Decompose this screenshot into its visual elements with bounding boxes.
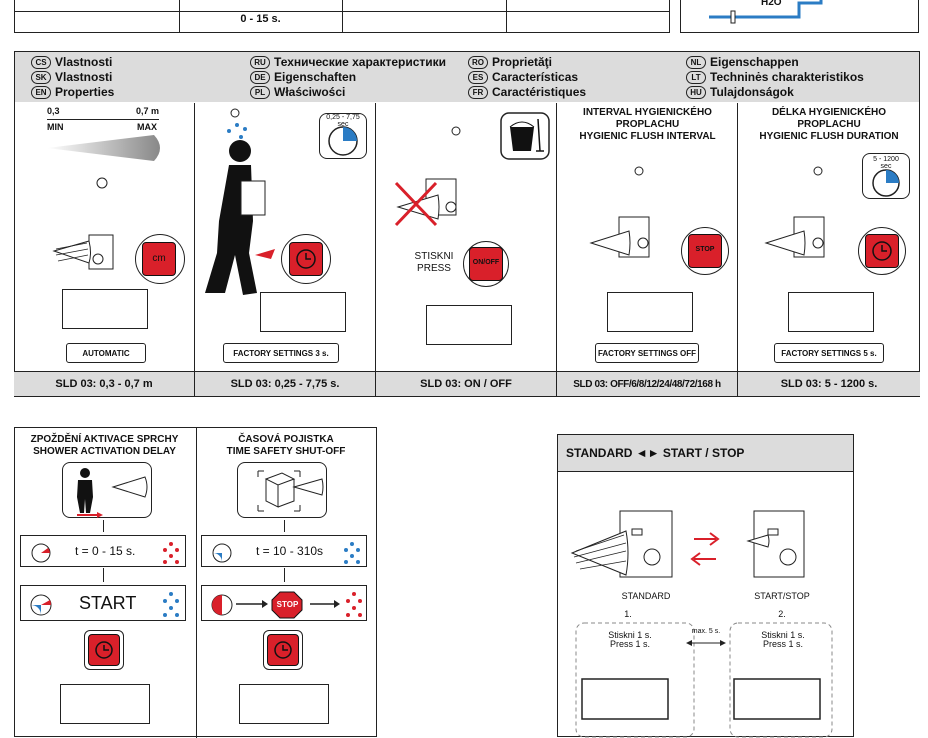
step-1: 1.	[624, 609, 632, 619]
timer-stop-icon	[211, 591, 362, 619]
dial-unit: sec	[337, 121, 349, 128]
object-sensor-box	[237, 462, 327, 518]
max-label: MAX	[137, 122, 157, 132]
press-en-1: Press 1 s.	[609, 639, 650, 649]
title-cz-line1: DÉLKA HYGIENICKÉHO	[771, 107, 887, 118]
clock-button[interactable]	[289, 242, 323, 276]
footer-on-off: SLD 03: ON / OFF	[376, 371, 557, 396]
factory-settings-pill: FACTORY SETTINGS 5 s.	[774, 343, 884, 363]
safety-flow1-text: t = 10 - 310s	[256, 544, 324, 558]
clock-button[interactable]	[865, 234, 899, 268]
factory-settings-pill: FACTORY SETTINGS 3 s.	[223, 343, 339, 363]
person-icon	[77, 468, 148, 518]
sensor-icon	[589, 166, 650, 258]
dial-range: 5 - 1200	[873, 156, 899, 163]
standard-mode-box: STANDARD ◄► START / STOP STANDARD START/…	[557, 434, 854, 738]
automatic-pill: AUTOMATIC	[66, 343, 146, 363]
top-cell-text: 0 - 15 s.	[240, 13, 281, 25]
cm-button[interactable]: cm	[142, 242, 176, 276]
timer-to-water-icon	[212, 542, 360, 564]
top-right-box: H2O	[680, 0, 919, 33]
footer-range: SLD 03: 0,3 - 0,7 m	[14, 371, 195, 396]
title-en: HYGIENIC FLUSH DURATION	[759, 131, 899, 142]
delay-flow-step2: START	[20, 585, 186, 621]
delay-start-text: START	[79, 593, 137, 613]
panel-range: 0,3 0,7 m MIN MAX cm AUTOMATIC	[14, 103, 195, 371]
panel-on-off: STISKNI PRESS ON/OFF	[376, 103, 557, 371]
factory-settings-pill: FACTORY SETTINGS OFF	[595, 343, 699, 363]
clock-icon	[274, 641, 292, 659]
footer-delay: SLD 03: 0,25 - 7,75 s.	[195, 371, 376, 396]
step-2: 2.	[778, 609, 786, 619]
cleaning-icon	[394, 112, 550, 227]
sensor-icon	[764, 166, 900, 258]
mode-switch-diagram	[570, 510, 833, 738]
person-sensor-box	[62, 462, 152, 518]
range-min-value: 0,3	[47, 106, 60, 116]
water-pipe-icon	[709, 0, 823, 24]
delay-title-en: SHOWER ACTIVATION DELAY	[33, 446, 176, 457]
control-unit	[239, 684, 329, 724]
delay-clock-button[interactable]	[88, 634, 120, 666]
clock-icon	[95, 641, 113, 659]
dial-unit: sec	[880, 163, 892, 170]
clock-icon	[872, 241, 892, 261]
control-unit	[607, 292, 693, 332]
control-unit	[60, 684, 150, 724]
dial-range: 0,25 - 7,75	[326, 114, 360, 121]
press-cz-1: Stiskni 1 s.	[608, 630, 652, 640]
range-max-value: 0,7 m	[136, 106, 160, 116]
stop-sign-text: STOP	[276, 600, 299, 609]
control-unit	[426, 305, 512, 345]
box-object-icon	[257, 470, 324, 512]
title-en: HYGIENIC FLUSH INTERVAL	[579, 131, 716, 142]
control-unit	[260, 292, 346, 332]
safety-title-en: TIME SAFETY SHUT-OFF	[226, 446, 346, 457]
safety-flow-step1: t = 10 - 310s	[201, 535, 367, 567]
safety-clock-button[interactable]	[267, 634, 299, 666]
person-walking-icon	[205, 108, 358, 295]
max-time-label: max. 5 s.	[691, 628, 721, 635]
safety-title-cz: ČASOVÁ POJISTKA	[238, 434, 334, 445]
standard-label: STANDARD	[621, 591, 671, 601]
title-cz-line2: PROPLACHU	[615, 119, 680, 130]
panel-delay-setting: 0,25 - 7,75 sec FACTORY SETTINGS 3 s.	[195, 103, 376, 371]
top-strip: 0 - 15 s.	[14, 0, 670, 33]
panel-flush-duration: DÉLKA HYGIENICKÉHO PROPLACHU HYGIENIC FL…	[738, 103, 920, 371]
sensor-range-icon	[47, 135, 160, 270]
standard-header: STANDARD ◄► START / STOP	[566, 446, 745, 460]
safety-flow-step2: STOP	[201, 585, 367, 621]
press-cz: STISKNI	[414, 251, 454, 262]
panel-flush-interval: INTERVAL HYGIENICKÉHO PROPLACHU HYGIENIC…	[557, 103, 738, 371]
delay-flow1-text: t = 0 - 15 s.	[75, 544, 136, 558]
press-cz-2: Stiskni 1 s.	[761, 630, 805, 640]
timer-to-water-icon	[31, 542, 179, 564]
min-label: MIN	[47, 122, 64, 132]
title-cz-line2: PROPLACHU	[797, 119, 861, 130]
footer-flush-interval: SLD 03: OFF/6/8/12/24/48/72/168 h	[557, 371, 738, 396]
control-unit	[62, 289, 148, 329]
press-en: PRESS	[417, 263, 451, 274]
stop-button[interactable]: STOP	[688, 234, 722, 268]
control-unit	[788, 292, 874, 332]
water-label: H2O	[761, 0, 782, 8]
title-cz-line1: INTERVAL HYGIENICKÉHO	[583, 107, 712, 118]
on-off-button[interactable]: ON/OFF	[469, 247, 503, 281]
start-stop-label: START/STOP	[754, 591, 810, 601]
delay-title-cz: ZPOŽDĚNÍ AKTIVACE SPRCHY	[30, 434, 179, 445]
footer-flush-duration: SLD 03: 5 - 1200 s.	[738, 371, 920, 396]
delay-flow-step1: t = 0 - 15 s.	[20, 535, 186, 567]
press-en-2: Press 1 s.	[762, 639, 803, 649]
clock-icon	[296, 249, 316, 269]
timer-start-icon	[30, 592, 179, 617]
